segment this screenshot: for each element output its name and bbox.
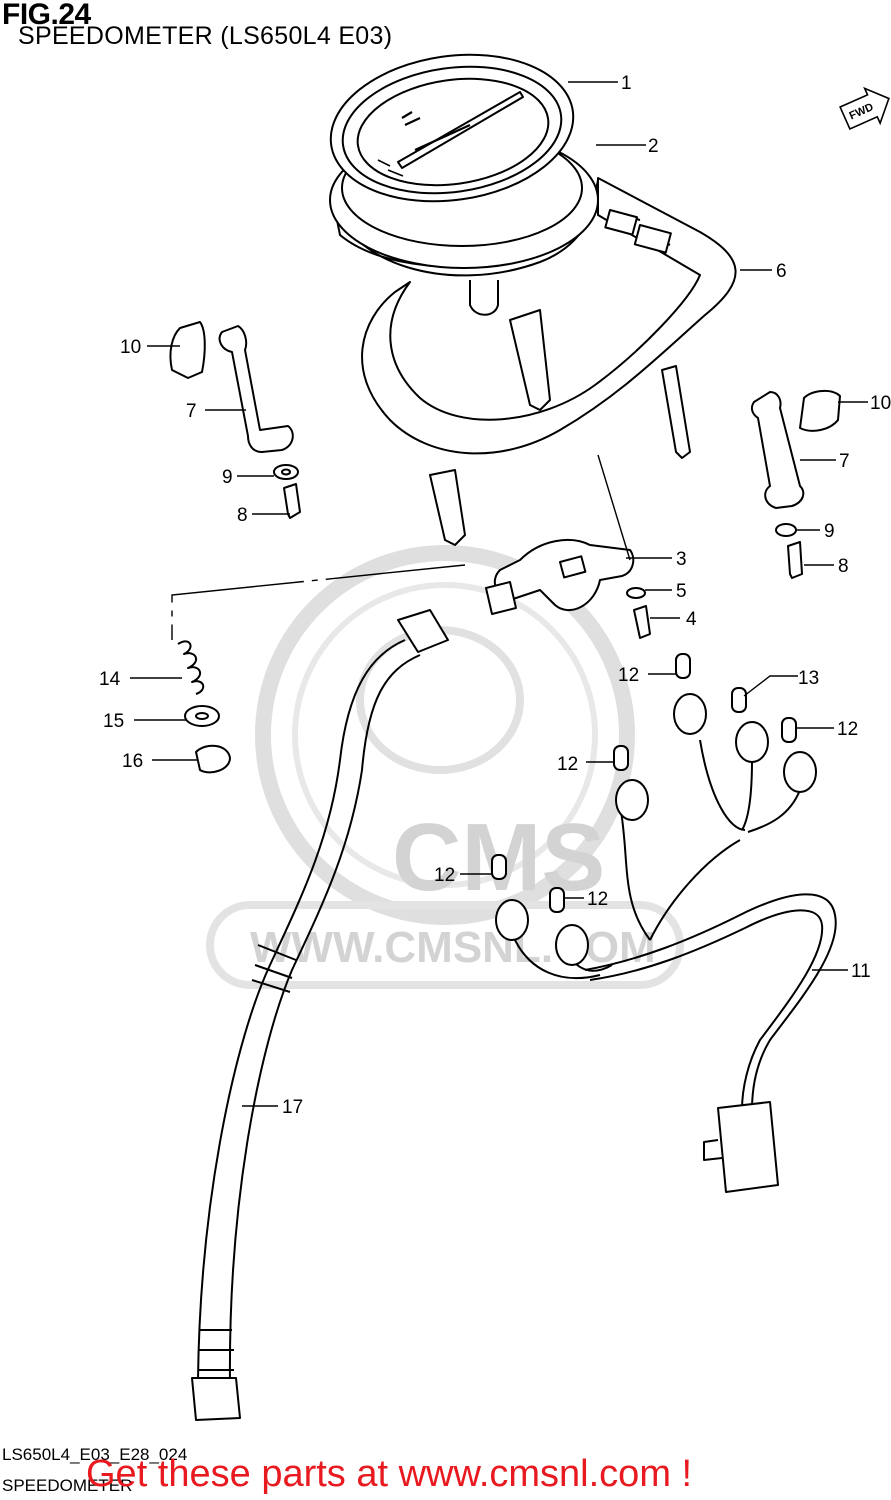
promo-link-text[interactable]: Get these parts at www.cmsnl.com !: [86, 1453, 693, 1495]
callout-7-right: 7: [839, 451, 850, 472]
socket-a: [673, 693, 707, 735]
fwd-direction-arrow: FWD: [839, 86, 890, 131]
alignment-line-left: [171, 564, 466, 640]
left-mount-hardware: [169, 321, 301, 519]
callout-4: 4: [686, 609, 697, 630]
bolt-8-left: [283, 483, 301, 519]
callout-16: 16: [122, 751, 143, 772]
callout-12-b: 12: [837, 719, 858, 740]
grommet-16: [195, 744, 231, 774]
cushion-10-right: [799, 390, 841, 432]
callout-9-right: 9: [824, 521, 835, 542]
watermark-mascot-face: [356, 626, 524, 774]
figure-subtitle: SPEEDOMETER (LS650L4 E03): [18, 22, 393, 50]
callout-15: 15: [103, 711, 124, 732]
bracket-stud-right: [661, 365, 691, 459]
callout-17: 17: [282, 1097, 303, 1118]
leader-13: [743, 675, 798, 697]
socket-d: [615, 779, 649, 821]
callout-3: 3: [676, 549, 687, 570]
bulb-12-b: [781, 717, 797, 743]
bracket-stud-left: [509, 309, 551, 411]
watermark-url-band: [206, 901, 684, 989]
callout-10-left: 10: [120, 337, 141, 358]
bracket-7-left: [218, 325, 294, 453]
right-mount-hardware: [750, 390, 841, 579]
socket-e: [495, 899, 529, 941]
callout-12-c: 12: [557, 754, 578, 775]
sensor-hardware: [485, 539, 651, 639]
cable-hardware: [177, 640, 231, 774]
cable-17-outer-right: [228, 654, 421, 1386]
watermark-ring-outer: [255, 545, 635, 925]
callout-5: 5: [676, 581, 687, 602]
alignment-line-center: [597, 454, 631, 561]
leader-lines: [130, 81, 868, 1107]
bolt-8-right: [787, 541, 803, 579]
wiring-harness: [491, 653, 837, 1193]
cable-end-fitting: [191, 1377, 241, 1421]
callout-12-a: 12: [618, 665, 639, 686]
callout-7-left: 7: [186, 401, 197, 422]
watermark-ring-inner: [292, 582, 598, 888]
bracket-plate: [361, 177, 737, 455]
drawing-code: LS650L4_E03_E28_024: [2, 1445, 188, 1464]
bracket-stud-bottom: [429, 469, 466, 546]
callout-10-right: 10: [870, 393, 891, 414]
callout-12-e: 12: [587, 889, 608, 910]
cable-17-outer-left: [197, 639, 406, 1381]
cushion-10-left: [169, 321, 206, 379]
callout-2: 2: [648, 136, 659, 157]
callout-14: 14: [99, 669, 121, 690]
drawing-name: SPEEDOMETER: [2, 1476, 133, 1495]
bulb-13: [731, 687, 747, 713]
socket-c: [783, 751, 817, 793]
figure-title: FIG.24: [2, 0, 91, 31]
washer-9-right: [775, 523, 797, 537]
speedometer-bracket: [361, 177, 737, 546]
callout-9-left: 9: [222, 467, 233, 488]
callout-1: 1: [621, 73, 632, 94]
washer-5: [626, 587, 646, 599]
callout-11: 11: [851, 961, 871, 982]
callout-8-right: 8: [838, 556, 849, 577]
callout-8-left: 8: [237, 505, 248, 526]
speedometer-assembly: [329, 53, 600, 316]
callout-12-d: 12: [434, 865, 455, 886]
harness-11-main: [584, 893, 837, 1111]
spring-14: [177, 640, 205, 695]
bulb-12-a: [675, 653, 691, 679]
bulb-12-d: [491, 854, 507, 880]
harness-connector: [717, 1101, 779, 1193]
socket-f: [555, 924, 589, 966]
bulb-12-e: [549, 887, 565, 913]
screw-4: [633, 605, 651, 639]
callout-6: 6: [776, 261, 787, 282]
speedometer-cable: [191, 609, 449, 1421]
cms-watermark: CMS WWW.CMSNL.COM: [206, 545, 684, 989]
bracket-7-right: [750, 391, 805, 509]
socket-b: [735, 721, 769, 763]
callout-labels: 1 2 6 10 7 10 7 9 8 9 8 3 5 4 14 15 16 1…: [99, 73, 891, 1118]
bulb-12-c: [613, 745, 629, 771]
callout-13: 13: [798, 668, 819, 689]
